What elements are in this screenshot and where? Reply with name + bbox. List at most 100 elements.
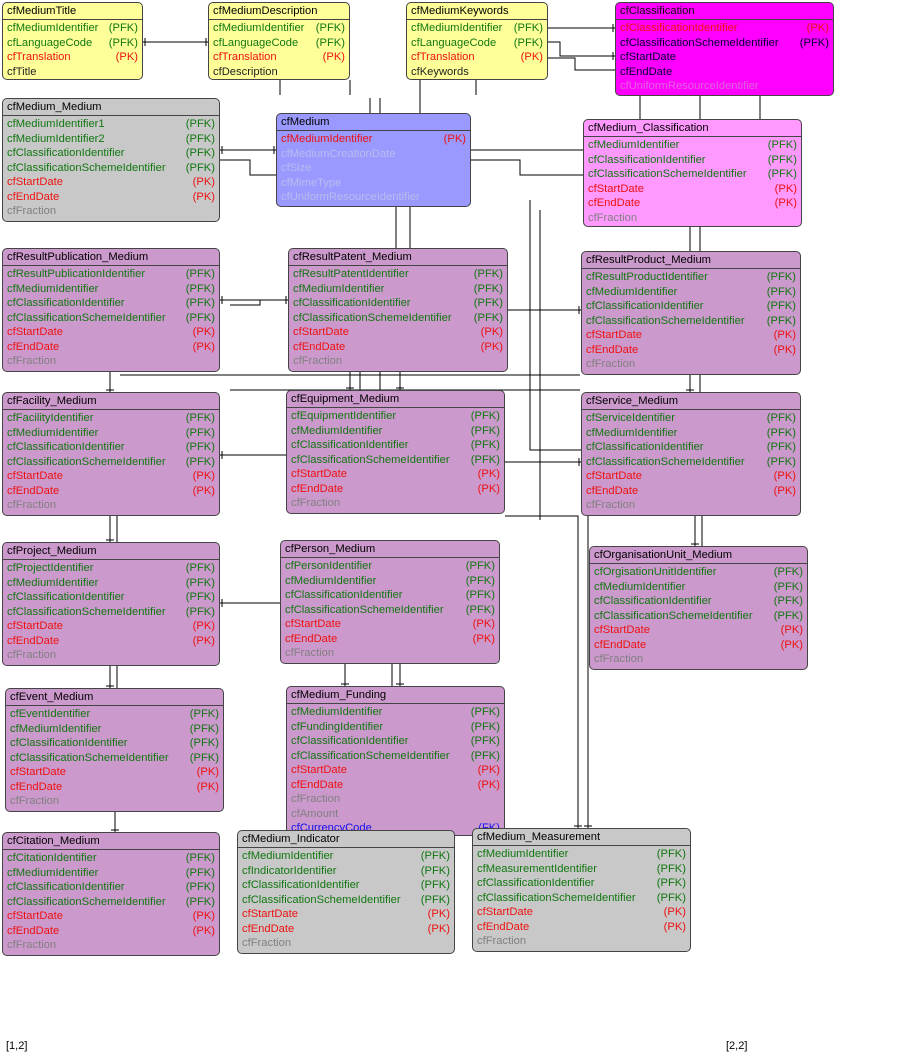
attribute-row: cfEndDate(PK) (293, 340, 503, 355)
attribute-row: cfMediumIdentifier(PFK) (594, 580, 803, 595)
attribute-row: cfKeywords (411, 65, 543, 80)
attribute-name: cfMediumIdentifier (291, 706, 383, 718)
entity-title: cfService_Medium (582, 393, 800, 410)
attribute-name: cfStartDate (477, 906, 533, 918)
attribute-key-type: (PFK) (108, 36, 138, 49)
attribute-row: cfMediumIdentifier(PFK) (10, 722, 219, 737)
attribute-key-type: (PK) (472, 632, 495, 645)
entity-title: cfPerson_Medium (281, 541, 499, 558)
attribute-row: cfFraction (586, 498, 796, 513)
attribute-key-type: (PK) (196, 766, 219, 778)
attribute-key-type: (PFK) (773, 580, 803, 593)
attribute-key-type: (PFK) (470, 706, 500, 718)
attribute-key-type: (PFK) (766, 441, 796, 453)
attribute-name: cfKeywords (411, 65, 469, 78)
attribute-name: cfMediumIdentifier (588, 139, 680, 151)
attribute-key-type: (PFK) (185, 412, 215, 424)
attribute-key-type: (PK) (192, 910, 215, 922)
attribute-row: cfEndDate(PK) (7, 484, 215, 499)
attribute-row: cfEndDate(PK) (7, 340, 215, 355)
entity-title: cfProject_Medium (3, 543, 219, 560)
attribute-key-type: (PFK) (185, 866, 215, 879)
attribute-name: cfMediumIdentifier (411, 22, 503, 34)
entity-title: cfOrganisationUnit_Medium (590, 547, 807, 564)
attribute-row: cfResultPatentIdentifier(PFK) (293, 267, 503, 282)
attribute-name: cfClassificationSchemeIdentifier (7, 311, 166, 324)
attribute-name: cfSize (281, 162, 312, 174)
attribute-name: cfClassificationSchemeIdentifier (293, 311, 452, 324)
attribute-row: cfFraction (594, 652, 803, 667)
attribute-key-type: (PK) (663, 920, 686, 933)
attribute-name: cfMediumIdentifier (7, 282, 99, 295)
relationship-line (529, 200, 581, 451)
attribute-row: cfMediumIdentifier(PFK) (477, 847, 686, 862)
attribute-name: cfMediumIdentifier2 (7, 132, 105, 145)
attribute-name: cfMediumIdentifier (10, 722, 102, 735)
attribute-key-type: (PK) (477, 764, 500, 776)
attribute-name: cfStartDate (620, 51, 676, 63)
attribute-key-type: (PFK) (773, 566, 803, 578)
attribute-key-type: (PFK) (420, 864, 450, 877)
attribute-row: cfStartDate(PK) (293, 325, 503, 340)
attribute-name: cfResultPublicationIdentifier (7, 268, 146, 280)
attribute-row: cfClassificationIdentifier(PFK) (293, 296, 503, 311)
attribute-row: cfMediumIdentifier(PFK) (7, 866, 215, 881)
relationship-line (548, 41, 615, 57)
attribute-name: cfClassificationIdentifier (477, 877, 595, 889)
attribute-row: cfStartDate(PK) (7, 175, 215, 190)
attribute-name: cfStartDate (242, 908, 298, 920)
attribute-name: cfMediumIdentifier1 (7, 118, 105, 130)
attribute-name: cfTranslation (411, 51, 475, 63)
attribute-name: cfStartDate (7, 620, 63, 632)
attribute-row: cfMediumIdentifier1(PFK) (7, 117, 215, 132)
attribute-key-type: (PK) (192, 634, 215, 647)
attribute-row: cfClassificationIdentifier(PFK) (594, 594, 803, 609)
attribute-key-type: (PFK) (420, 893, 450, 906)
attribute-name: cfUniformResourceIdentifier (620, 80, 759, 92)
attribute-name: cfClassificationIdentifier (7, 147, 125, 159)
attribute-name: cfClassificationSchemeIdentifier (285, 603, 444, 616)
attribute-row: cfStartDate(PK) (285, 617, 495, 632)
attribute-row: cfEndDate(PK) (594, 638, 803, 653)
attribute-key-type: (PFK) (766, 412, 796, 424)
attribute-key-type: (PFK) (799, 36, 829, 49)
attribute-row: cfTranslation(PK) (213, 50, 345, 65)
attribute-name: cfClassificationSchemeIdentifier (10, 751, 169, 764)
attribute-key-type: (PFK) (185, 455, 215, 468)
attribute-key-type: (PFK) (470, 749, 500, 762)
attribute-row: cfEndDate(PK) (242, 922, 450, 937)
attribute-name: cfFraction (586, 499, 636, 511)
attribute-name: cfPersonIdentifier (285, 560, 373, 572)
attribute-row: cfStartDate (620, 50, 829, 65)
attribute-name: cfClassificationIdentifier (594, 595, 712, 607)
entity-title: cfMediumKeywords (407, 3, 547, 20)
attribute-row: cfMediumIdentifier(PFK) (7, 426, 215, 441)
attribute-key-type: (PK) (520, 51, 543, 63)
attribute-name: cfResultPatentIdentifier (293, 268, 409, 280)
attribute-row: cfEndDate(PK) (291, 778, 500, 793)
attribute-name: cfFraction (7, 355, 57, 367)
attribute-name: cfUniformResourceIdentifier (281, 191, 420, 203)
